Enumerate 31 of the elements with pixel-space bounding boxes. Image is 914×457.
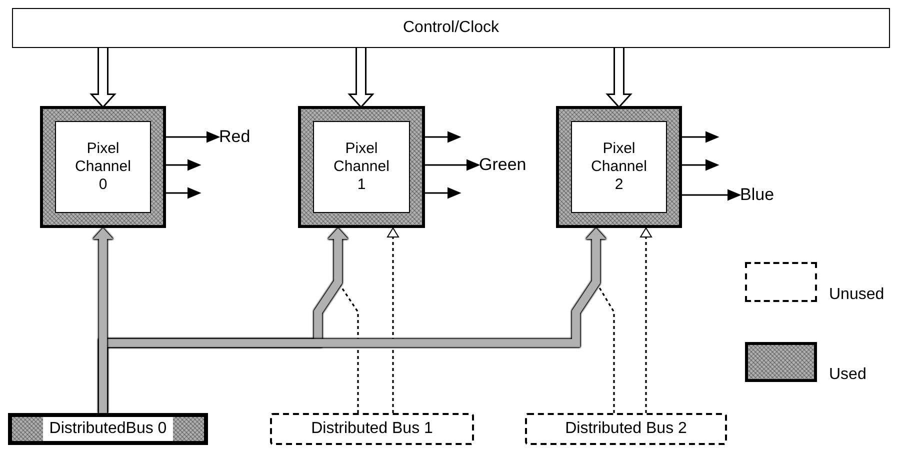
legend-label: Unused — [829, 286, 884, 304]
bus-box — [270, 413, 474, 445]
bar-label: Control/Clock — [402, 18, 500, 38]
arrow — [425, 188, 460, 198]
bus-label: DistributedBus 0 — [43, 417, 173, 441]
arrow — [387, 228, 399, 413]
bus-arrow — [93, 48, 113, 106]
channel-label: Pixel Channel 2 — [590, 140, 648, 194]
arrow — [682, 190, 740, 200]
arrow — [166, 160, 200, 170]
bus-arrow — [609, 48, 629, 106]
control-bar — [12, 8, 890, 48]
channel-label: Pixel Channel 0 — [74, 140, 132, 194]
bus-arrow — [351, 48, 371, 106]
legend-label: Used — [829, 366, 866, 384]
pixel-channel-box — [40, 106, 166, 228]
output-label: Red — [219, 127, 250, 148]
arrow — [640, 228, 652, 413]
output-label: Blue — [740, 185, 774, 206]
arrow — [425, 132, 460, 142]
channel-label: Pixel Channel 1 — [332, 140, 390, 194]
arrow — [425, 160, 480, 170]
bus-box — [8, 413, 208, 445]
pixel-channel-box — [298, 106, 425, 228]
arrow — [682, 160, 718, 170]
output-label: Green — [479, 155, 526, 176]
arrow — [166, 132, 220, 142]
bus-box — [525, 413, 727, 445]
arrow — [166, 188, 200, 198]
arrow — [682, 132, 718, 142]
pixel-channel-box — [556, 106, 682, 228]
